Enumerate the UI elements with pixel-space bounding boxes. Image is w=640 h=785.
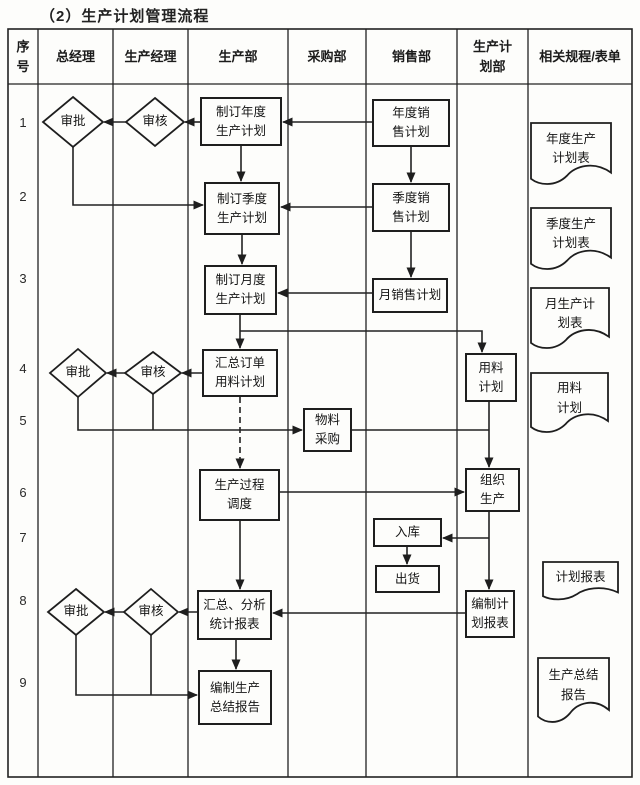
row-number-8: 8 xyxy=(19,592,27,608)
decision-and-document-shapes xyxy=(41,95,619,723)
column-header-sales-dept: 销售部 xyxy=(391,48,431,64)
row-number-9: 9 xyxy=(19,674,27,690)
document-shape-production-summary-report-form xyxy=(537,657,610,723)
column-header-purchasing-dept: 采购部 xyxy=(307,48,347,64)
decision-diamond-review-row8 xyxy=(122,587,180,637)
process-box-material-purchasing: 物料 采购 xyxy=(303,408,352,452)
process-box-production-process-dispatch: 生产过程 调度 xyxy=(199,469,280,521)
process-box-annual-sales-plan: 年度销 售计划 xyxy=(372,99,450,147)
decision-diamond-review-row1 xyxy=(124,96,186,148)
process-box-make-monthly-production-plan: 制订月度 生产计划 xyxy=(204,265,277,315)
process-box-summarize-analyze-statistic-reports: 汇总、分析 统计报表 xyxy=(197,590,272,640)
row-number-6: 6 xyxy=(19,484,27,500)
column-header-production-dept: 生产部 xyxy=(218,48,258,64)
document-shape-plan-report-form xyxy=(542,561,619,601)
process-box-compile-production-summary-report: 编制生产 总结报告 xyxy=(198,670,272,725)
row-number-1: 1 xyxy=(19,114,27,130)
decision-diamond-approve-row4 xyxy=(48,347,108,399)
decision-diamond-review-row4 xyxy=(123,350,183,396)
column-header-general-manager: 总经理 xyxy=(55,48,95,64)
row-number-3: 3 xyxy=(19,270,27,286)
connector-branch-to-material-use-plan xyxy=(240,330,487,353)
connector-lines xyxy=(72,117,494,700)
decision-diamond-approve-row1 xyxy=(41,95,105,149)
column-header-related-forms: 相关规程/表单 xyxy=(539,48,621,64)
connector-approve1-to-quarterly-plan xyxy=(72,147,204,210)
process-box-material-use-plan: 用料 计划 xyxy=(465,353,517,402)
document-shape-material-use-plan-form xyxy=(530,372,609,433)
decision-diamond-approve-row8 xyxy=(46,587,106,637)
document-shape-quarterly-production-plan-form xyxy=(530,207,612,270)
process-box-summarize-order-material-plan: 汇总订单 用料计划 xyxy=(202,349,278,397)
connector-approve2-to-material-purchasing xyxy=(77,397,303,435)
process-box-warehouse-in: 入库 xyxy=(373,518,442,547)
column-header-production-manager: 生产经理 xyxy=(124,48,177,64)
row-number-2: 2 xyxy=(19,188,27,204)
document-shape-monthly-production-plan-form xyxy=(530,287,610,349)
row-number-7: 7 xyxy=(19,529,27,545)
process-box-organize-production: 组织 生产 xyxy=(465,468,520,512)
connector-approve3-to-compile-summary xyxy=(75,635,198,700)
process-box-compile-plan-report: 编制计 划报表 xyxy=(465,590,515,638)
page-title: （2）生产计划管理流程 xyxy=(40,8,210,25)
process-box-make-quarterly-production-plan: 制订季度 生产计划 xyxy=(204,182,280,235)
process-box-monthly-sales-plan: 月销售计划 xyxy=(372,278,448,313)
column-header-production-planning-dept: 生产计 划部 xyxy=(472,39,512,74)
column-header-seq-no: 序 号 xyxy=(16,39,30,74)
process-box-make-annual-production-plan: 制订年度 生产计划 xyxy=(200,97,282,146)
process-box-ship-out: 出货 xyxy=(375,565,440,593)
process-box-quarterly-sales-plan: 季度销 售计划 xyxy=(372,183,450,232)
table-border xyxy=(7,28,633,778)
swimlane-grid xyxy=(7,28,633,778)
document-shape-annual-production-plan-form xyxy=(530,122,612,185)
row-number-5: 5 xyxy=(19,412,27,428)
row-number-4: 4 xyxy=(19,360,27,376)
